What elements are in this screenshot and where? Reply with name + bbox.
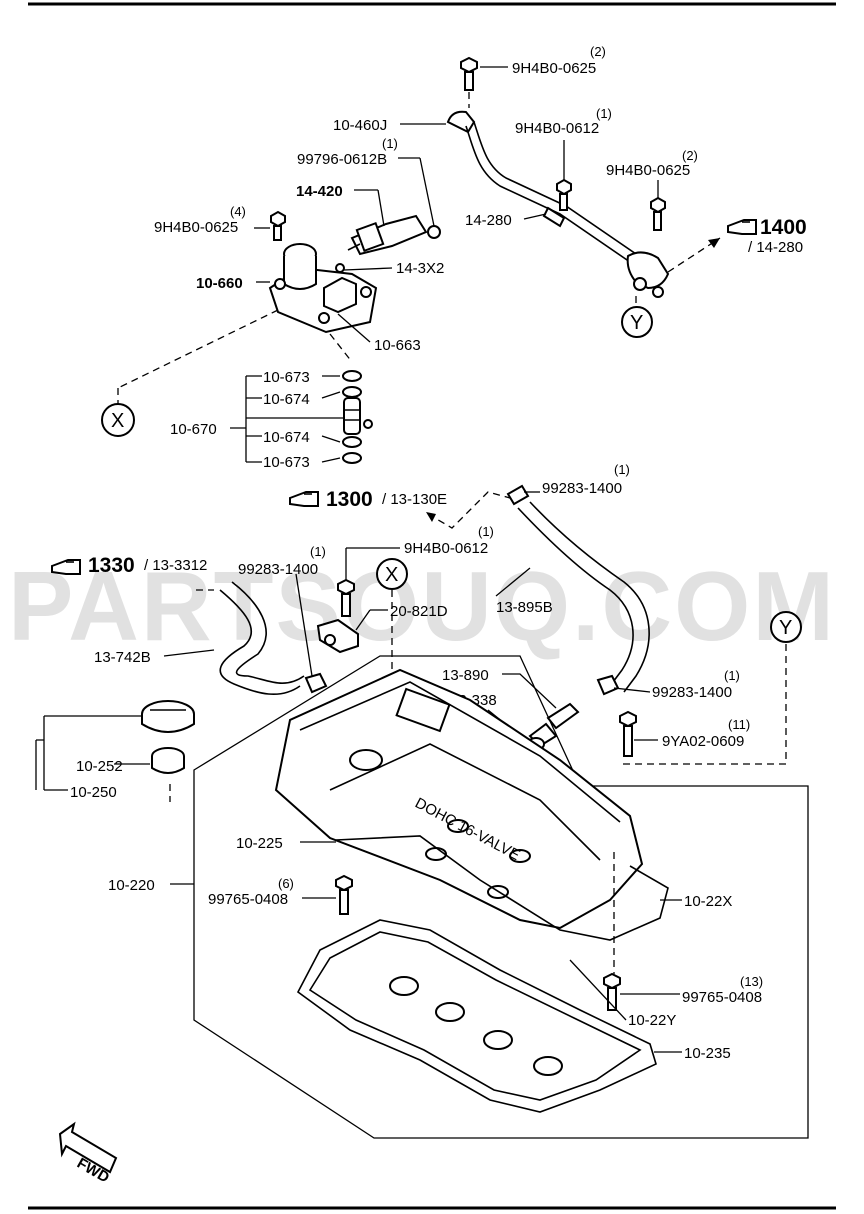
qty-label: (2) (590, 44, 606, 59)
callout-x-upper (101, 403, 135, 437)
part-label-99796-0612b: 99796-0612B (297, 151, 387, 168)
bracket-20-821d[interactable] (316, 618, 359, 654)
part-label-99765-0408: 99765-0408 (682, 989, 762, 1006)
part-label-9h4b0-0612: 9H4B0-0612 (404, 540, 488, 557)
ref-sub-14-280[interactable]: / 14-280 (748, 239, 803, 256)
ref-link-1400[interactable]: 1400 (760, 216, 807, 239)
part-label-14-3x2: 14-3X2 (396, 260, 444, 277)
cap-seal-10-252[interactable] (151, 747, 185, 774)
part-label-13-742b: 13-742B (94, 649, 151, 666)
callout-y-letter: Y (779, 617, 792, 639)
part-label-99765-0408: 99765-0408 (208, 891, 288, 908)
part-label-9h4b0-0612: 9H4B0-0612 (515, 120, 599, 137)
idle-air-valve-14-420[interactable] (347, 214, 441, 256)
callout-y-lower (770, 611, 802, 643)
qty-label: (2) (682, 148, 698, 163)
part-label-10-670: 10-670 (170, 421, 217, 438)
part-label-10-22y: 10-22Y (628, 1012, 676, 1029)
bolt-9h4b0-0612-upper[interactable] (556, 178, 572, 211)
part-label-13-890: 13-890 (442, 667, 489, 684)
watermark: PARTSOUQ.COM (8, 551, 836, 661)
pointing-hand-icon (51, 559, 81, 575)
part-label-10-235: 10-235 (684, 1045, 731, 1062)
ref-sub-13-130e[interactable]: / 13-130E (382, 491, 447, 508)
part-label-9h4b0-0625: 9H4B0-0625 (606, 162, 690, 179)
ref-sub-13-3312[interactable]: / 13-3312 (144, 557, 207, 574)
qty-label: (4) (230, 204, 246, 219)
part-label-10-225: 10-225 (236, 835, 283, 852)
part-label-99283-1400: 99283-1400 (238, 561, 318, 578)
qty-label: (1) (724, 668, 740, 683)
part-label-10-663: 10-663 (374, 337, 421, 354)
assembly-outline-10-220 (193, 655, 809, 1139)
oil-filler-cap-10-250[interactable] (141, 700, 195, 733)
bolt-9ya02-0609[interactable] (619, 710, 637, 757)
callout-y-letter: Y (630, 312, 643, 334)
bolt-99765-0408-left[interactable] (335, 874, 353, 915)
callout-x-letter: X (385, 564, 398, 586)
part-label-10-460j: 10-460J (333, 117, 387, 134)
pointing-hand-icon (289, 491, 319, 507)
hose-13-742b[interactable] (219, 581, 328, 696)
qty-label: (1) (310, 544, 326, 559)
part-label-10-674: 10-674 (263, 391, 310, 408)
qty-label: (13) (740, 974, 763, 989)
bolt-9h4b0-0625-left[interactable] (270, 210, 286, 241)
ref-link-1300[interactable]: 1300 (326, 488, 373, 511)
bolt-9h4b0-0625-top[interactable] (460, 56, 478, 91)
part-label-10-22x: 10-22X (684, 893, 732, 910)
part-label-99283-1400: 99283-1400 (652, 684, 732, 701)
part-label-10-220: 10-220 (108, 877, 155, 894)
callout-x-letter: X (111, 410, 124, 432)
part-label-10-250: 10-250 (70, 784, 117, 801)
part-label-9h4b0-0625: 9H4B0-0625 (512, 60, 596, 77)
qty-label: (1) (596, 106, 612, 121)
ref-link-1330[interactable]: 1330 (88, 554, 135, 577)
part-label-9h4b0-0625: 9H4B0-0625 (154, 219, 238, 236)
cylinder-head-cover[interactable]: DOHC 16-VALVE (274, 668, 644, 930)
part-label-9ya02-0609: 9YA02-0609 (662, 733, 744, 750)
part-label-14-420: 14-420 (296, 183, 343, 200)
qty-label: (11) (728, 717, 750, 732)
hose-13-895b[interactable] (506, 484, 650, 696)
part-label-10-673: 10-673 (263, 454, 310, 471)
solenoid-assembly-10-670[interactable] (342, 370, 373, 464)
part-label-14-280: 14-280 (465, 212, 512, 229)
callout-y-upper (621, 306, 653, 338)
pointing-hand-icon (727, 219, 757, 235)
part-label-10-252: 10-252 (76, 758, 123, 775)
oil-control-housing-10-660[interactable] (268, 243, 378, 334)
part-label-99283-1400: 99283-1400 (542, 480, 622, 497)
pipe-14-280[interactable] (446, 110, 670, 298)
bolt-9h4b0-0612-lower[interactable] (337, 578, 355, 617)
part-label-13-895b: 13-895B (496, 599, 553, 616)
qty-label: (1) (614, 462, 630, 477)
part-label-10-660: 10-660 (196, 275, 243, 292)
part-label-20-821d: 20-821D (390, 603, 448, 620)
qty-label: (1) (382, 136, 398, 151)
fwd-arrow-icon: FWD (58, 1121, 118, 1187)
qty-label: (6) (278, 876, 294, 891)
cover-seal-10-225[interactable] (335, 835, 669, 941)
bolt-9h4b0-0625-right[interactable] (650, 196, 666, 231)
part-label-10-673: 10-673 (263, 369, 310, 386)
qty-label: (1) (478, 524, 494, 539)
callout-x-lower (376, 558, 408, 590)
bolt-99765-0408-right[interactable] (603, 972, 621, 1011)
part-label-10-674: 10-674 (263, 429, 310, 446)
head-cover-gasket-10-235[interactable] (296, 919, 657, 1113)
